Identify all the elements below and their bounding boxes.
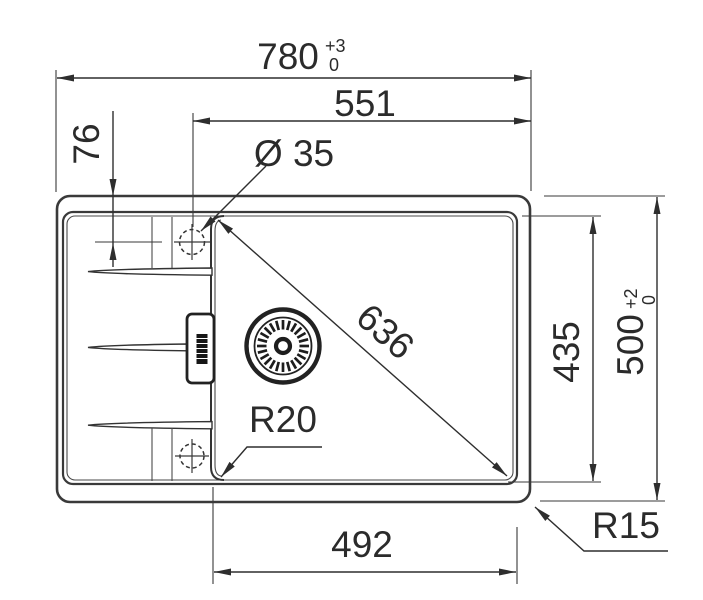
dim-label-492: 492: [331, 524, 393, 565]
strainer-center-hole: [273, 336, 293, 356]
dim-edge-to-tap: 76: [66, 111, 162, 267]
leader-line-r20: [220, 446, 322, 478]
dim-label-435: 435: [546, 321, 587, 383]
dim-overall-width: 780 +3 0: [55, 36, 532, 192]
dim-label-780: 780: [257, 36, 319, 77]
dim-bowl-inner-depth: 435: [508, 215, 601, 483]
dim-780-tol-lower: 0: [329, 55, 339, 75]
tap-hole-bottom: [175, 439, 209, 473]
dim-bowl-corner-radius: R20: [220, 399, 322, 478]
dim-label-76: 76: [66, 123, 107, 164]
dim-500-tol-lower: 0: [639, 295, 659, 305]
leader-line-r15: [534, 506, 668, 552]
drain-groove-1: [87, 267, 213, 276]
drain-groove-3: [87, 420, 213, 430]
drain-strainer: [244, 307, 322, 385]
sink-rim-inner-edge: [61, 210, 519, 486]
dim-bowl-inner-width: 492: [212, 487, 518, 584]
drain-groove-2: [87, 343, 189, 352]
sink-outline-group: [55, 194, 532, 504]
dim-label-r20: R20: [249, 399, 317, 440]
overflow-fitting: [185, 312, 216, 385]
leader-line-tap-diameter: [200, 165, 267, 232]
dim-500-tol-upper: +2: [621, 288, 641, 309]
dim-overall-depth: 500 +2 0: [540, 195, 665, 502]
dim-label-dia35: Ø 35: [254, 133, 334, 174]
dim-780-tol-upper: +3: [325, 36, 346, 56]
dim-outer-corner-radius: R15: [534, 505, 668, 552]
sink-rim-inner-edge-2: [66, 215, 514, 481]
dim-tap-to-right: 551: [192, 83, 531, 227]
dim-label-r15: R15: [592, 505, 660, 546]
dim-label-551: 551: [334, 83, 396, 124]
sink-outer-edge: [55, 194, 532, 504]
dim-label-500: 500: [610, 314, 651, 376]
strainer-slots: [257, 320, 309, 372]
dim-tap-diameter: Ø 35: [200, 133, 334, 232]
dim-label-636: 636: [349, 296, 422, 368]
tap-hole-top: [174, 224, 210, 260]
bowl-left-edge-inner: [214, 219, 222, 477]
dim-line-636: [217, 219, 508, 477]
